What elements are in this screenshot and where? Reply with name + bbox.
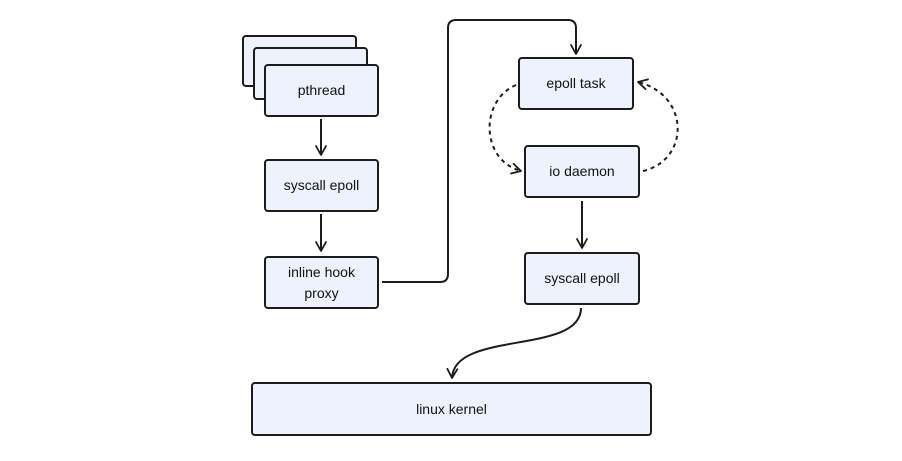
node-inline-hook-proxy: inline hook proxy <box>264 256 379 309</box>
node-io-daemon: io daemon <box>524 145 640 198</box>
node-linux-kernel: linux kernel <box>251 382 652 436</box>
node-pthread: pthread <box>264 64 379 117</box>
edge-io-daemon-to-epoll-task <box>637 78 679 172</box>
node-epoll-task: epoll task <box>518 57 634 110</box>
node-syscall-epoll-left: syscall epoll <box>264 159 379 212</box>
edge-syscall-epoll-to-linux-kernel <box>446 307 582 379</box>
node-syscall-epoll-right: syscall epoll <box>524 252 640 305</box>
edge-inline-hook-to-epoll-task <box>382 19 582 283</box>
edge-epoll-task-to-io-daemon <box>488 84 522 175</box>
